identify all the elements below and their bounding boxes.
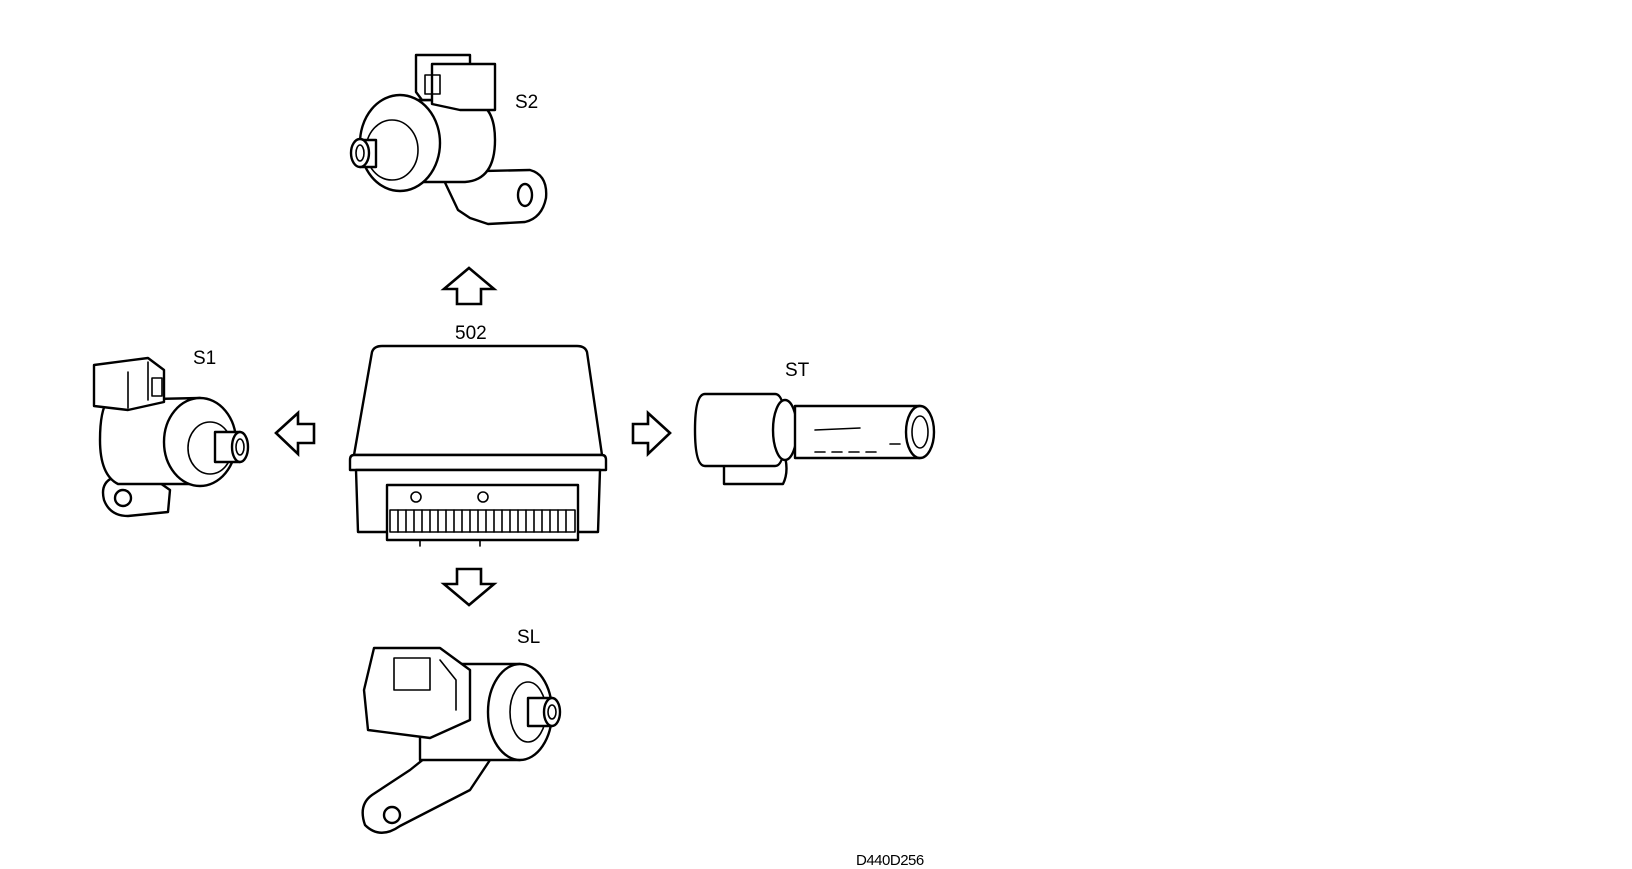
s1-label: S1 — [193, 348, 217, 369]
ecu-502 — [348, 344, 608, 547]
arrow-right — [631, 410, 672, 458]
st-label: ST — [785, 360, 810, 381]
solenoid-s1 — [92, 356, 250, 518]
arrow-left — [274, 410, 316, 458]
sensor-st — [693, 392, 936, 486]
figure-code: D440D256 — [856, 852, 924, 869]
solenoid-sl — [361, 646, 562, 834]
ecu-502-label: 502 — [455, 323, 487, 344]
s2-label: S2 — [515, 92, 539, 113]
arrow-up — [440, 266, 498, 306]
arrow-down — [440, 567, 498, 607]
solenoid-s2 — [349, 53, 548, 226]
sl-label: SL — [517, 627, 541, 648]
